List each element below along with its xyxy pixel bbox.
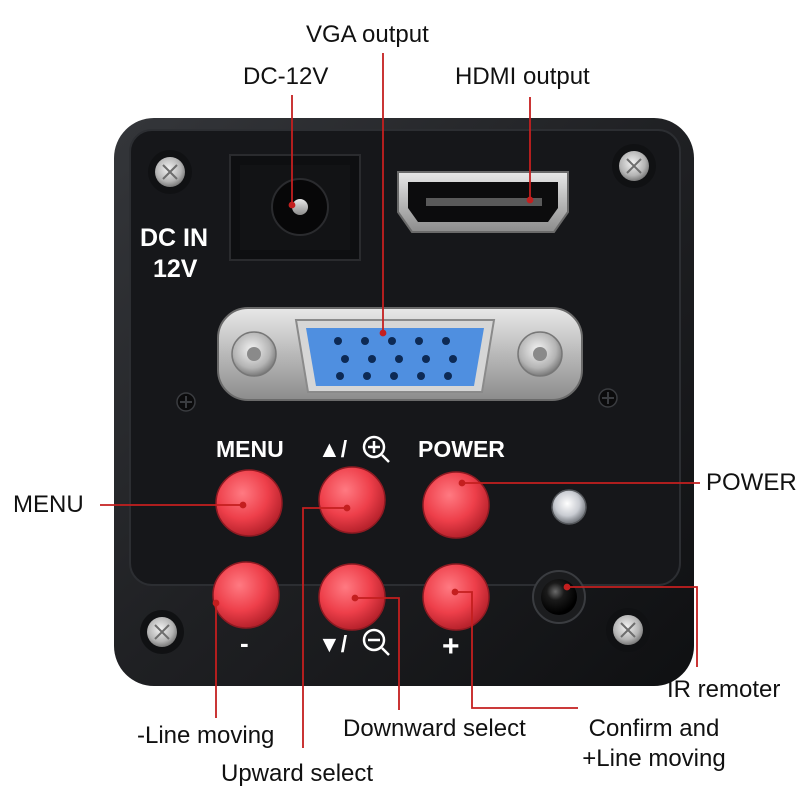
up-zoom-in-label: ▲/ — [318, 436, 348, 462]
upward-leader-line — [302, 507, 347, 748]
screw-icon — [606, 608, 650, 652]
small-screw-icon — [176, 392, 196, 412]
menu-button[interactable] — [215, 469, 283, 537]
plus-label: + — [442, 630, 460, 663]
small-screw-icon — [598, 388, 618, 408]
menu-callout-label: MENU — [13, 491, 84, 518]
vga-pins — [334, 337, 457, 380]
confirm-leader-line — [455, 591, 578, 709]
dc-in-label: DC IN — [140, 224, 208, 252]
vga-output-label: VGA output — [306, 21, 429, 48]
minus-button[interactable] — [212, 561, 280, 629]
screw-icon — [148, 150, 192, 194]
hdmi-port — [397, 171, 569, 233]
leader-lines — [100, 53, 700, 748]
vga-port — [217, 307, 583, 401]
screw-icon — [612, 144, 656, 188]
power-button[interactable] — [422, 471, 490, 539]
dc-jack — [229, 154, 361, 261]
zoom-out-icon — [362, 628, 390, 656]
upward-select-label: Upward select — [221, 760, 374, 787]
confirm-label: Confirm and +Line moving — [566, 715, 742, 773]
downward-leader-line — [355, 597, 400, 710]
power-callout-label: POWER — [706, 469, 797, 496]
ir-remoter-label: IR remoter — [667, 676, 781, 703]
confirm-line-1: Confirm and — [588, 715, 720, 742]
plus-button[interactable] — [422, 563, 490, 631]
ir-leader-line — [567, 586, 698, 667]
power-label: POWER — [418, 436, 505, 462]
dc-12v-label: DC-12V — [243, 63, 329, 90]
downward-select-label: Downward select — [343, 715, 526, 742]
up-button[interactable] — [318, 466, 386, 534]
ir-receiver — [532, 570, 586, 624]
status-led — [551, 489, 587, 525]
confirm-line-2: +Line moving — [582, 745, 726, 772]
screw-icon — [140, 610, 184, 654]
line-minus-label: -Line moving — [137, 722, 275, 749]
voltage-label: 12V — [153, 255, 198, 283]
down-zoom-out-label: ▼/ — [318, 631, 348, 657]
hdmi-output-label: HDMI output — [455, 63, 590, 90]
minus-label: - — [240, 628, 249, 658]
menu-label: MENU — [216, 436, 284, 462]
zoom-in-icon — [362, 435, 390, 463]
